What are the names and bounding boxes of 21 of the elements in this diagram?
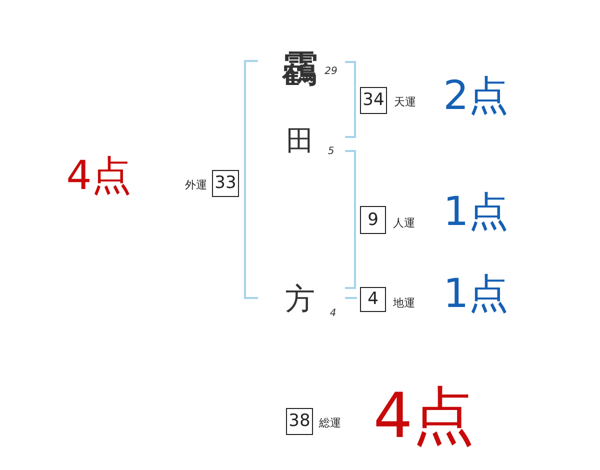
name-character: 方 [285, 285, 315, 315]
fortune-label: 天運 [394, 96, 416, 108]
score-text: 4点 [373, 385, 475, 447]
score-text: 1点 [443, 192, 509, 232]
name-character: 靏 [282, 52, 318, 88]
fortune-label: 総運 [319, 418, 341, 428]
number-box: 33 [212, 170, 239, 197]
number-box: 4 [360, 287, 386, 312]
fortune-label: 地運 [393, 298, 415, 308]
number-box: 38 [286, 408, 313, 435]
fortune-label: 人運 [393, 218, 415, 228]
stroke-count: 5 [328, 147, 334, 157]
fortune-label: 外運 [185, 180, 207, 190]
stroke-count: 4 [330, 309, 336, 319]
stroke-count: 29 [324, 67, 338, 77]
number-box: 34 [360, 87, 387, 114]
score-text: 1点 [443, 274, 509, 314]
number-box: 9 [360, 206, 386, 234]
score-text: 2点 [443, 76, 509, 116]
name-character: 田 [286, 127, 314, 155]
score-text: 4点 [66, 156, 132, 196]
